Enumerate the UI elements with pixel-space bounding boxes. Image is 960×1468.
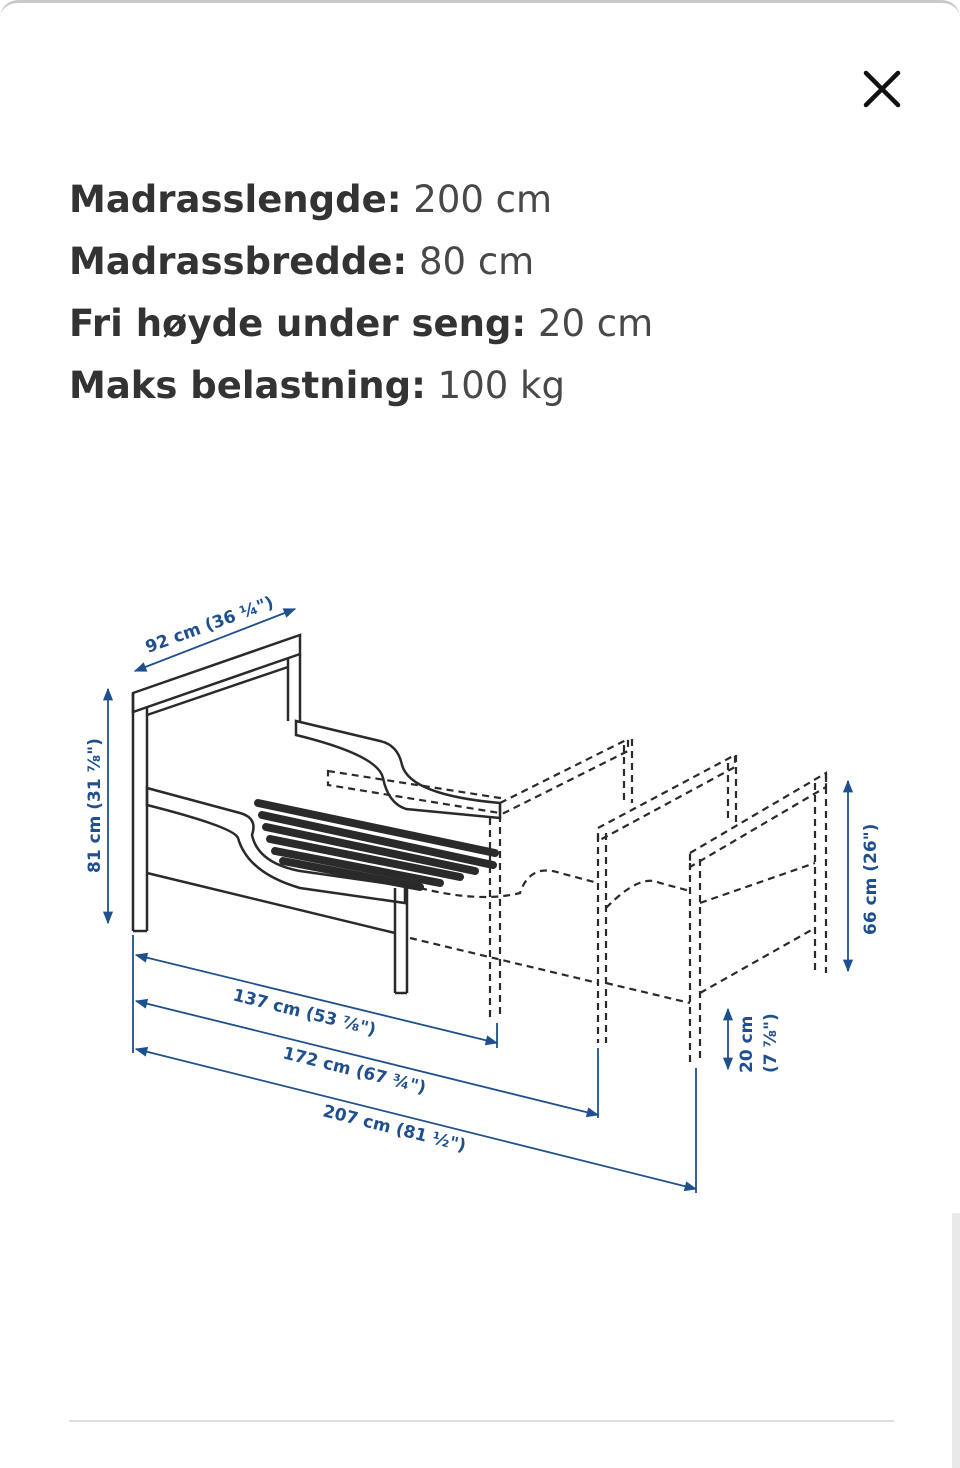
spec-list: Madrasslengde: 200 cm Madrassbredde: 80 … <box>69 169 929 417</box>
bed-dimension-diagram: 92 cm (36 ¼") 81 cm (31 ⅞") 137 cm (53 ⅞… <box>85 593 881 1193</box>
dimension-lines <box>102 608 854 1193</box>
dim-clearance-in-label: (7 ⅞") <box>761 1013 781 1073</box>
dim-foot-height-label: 66 cm (26") <box>861 824 881 935</box>
spec-free-height: Fri høyde under seng: 20 cm <box>69 293 929 355</box>
dim-length-long-label: 207 cm (81 ½") <box>321 1101 468 1156</box>
slat-drawing <box>254 799 499 891</box>
spec-mattress-width: Madrassbredde: 80 cm <box>69 231 929 293</box>
spec-label: Fri høyde under seng: <box>69 302 527 345</box>
spec-label: Maks belastning: <box>69 364 426 407</box>
scrollbar[interactable] <box>952 1213 960 1468</box>
dim-clearance-cm-label: 20 cm <box>737 1016 757 1073</box>
spec-value: 100 kg <box>437 364 565 407</box>
dim-height-label: 81 cm (31 ⅞") <box>85 738 105 873</box>
section-divider <box>69 1420 894 1422</box>
spec-mattress-length: Madrasslengde: 200 cm <box>69 169 929 231</box>
dim-length-short-label: 137 cm (53 ⅞") <box>231 985 378 1040</box>
spec-value: 20 cm <box>537 302 654 345</box>
dim-width-label: 92 cm (36 ¼") <box>143 593 277 658</box>
spec-label: Madrasslengde: <box>69 178 402 221</box>
spec-value: 200 cm <box>413 178 553 221</box>
spec-max-load: Maks belastning: 100 kg <box>69 355 929 417</box>
spec-label: Madrassbredde: <box>69 240 408 283</box>
headboard-drawing <box>131 633 302 933</box>
close-icon <box>863 70 901 108</box>
extension-dashed-drawing <box>326 737 828 1063</box>
close-button[interactable] <box>850 57 914 121</box>
back-rail-drawing <box>294 719 502 820</box>
spec-value: 80 cm <box>419 240 535 283</box>
